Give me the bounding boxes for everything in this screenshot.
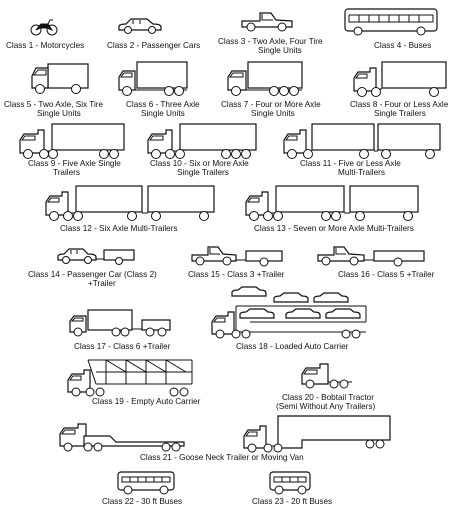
class-17-label: Class 17 - Class 6 +Trailer: [74, 342, 171, 351]
loaded-auto-carrier-icon: [211, 286, 367, 339]
bobtail-tractor-icon: [301, 363, 352, 389]
three-axle-truck-with-trailer-icon: [69, 309, 171, 337]
class-10-label-line2: Single Trailers: [177, 168, 229, 177]
class-21-label: Class 21 - Goose Neck Trailer or Moving …: [140, 453, 304, 462]
class-9-label-line1: Class 9 - Five Axle Single: [28, 159, 121, 168]
class-3-label-line2: Single Units: [258, 46, 302, 55]
class-13-label: Class 13 - Seven or More Axle Multi-Trai…: [254, 224, 414, 233]
three-axle-truck-icon: [118, 61, 188, 96]
passenger-car-icon: [118, 18, 162, 34]
class-9-label-line2: Trailers: [53, 168, 80, 177]
class-5-label-line2: Single Units: [37, 109, 81, 118]
single-unit-with-trailer-icon: [317, 246, 425, 267]
class-7-label-line1: Class 7 - Four or More Axle: [221, 100, 321, 109]
seven-axle-multi-trailer-icon: [245, 185, 419, 221]
four-or-less-axle-semi-icon: [353, 61, 447, 97]
class-20-label-line1: Class 20 - Bobtail Tractor: [282, 393, 374, 402]
class-1-label: Class 1 - Motorcycles: [6, 41, 85, 50]
class-14-label-line1: Class 14 - Passenger Car (Class 2): [28, 270, 157, 279]
six-axle-semi-icon: [147, 123, 257, 159]
class-11-label-line2: Multi-Trailers: [338, 168, 386, 177]
six-axle-multi-trailer-icon: [45, 185, 215, 221]
pickup-with-trailer-icon: [191, 246, 283, 267]
moving-van-icon: [243, 415, 391, 453]
class-19-label: Class 19 - Empty Auto Carrier: [92, 397, 201, 406]
class-6-label-line2: Single Units: [141, 109, 185, 118]
goose-neck-trailer-icon: [59, 423, 185, 452]
20ft-bus-icon: [269, 471, 311, 495]
car-with-trailer-icon: [57, 248, 135, 265]
empty-auto-carrier-icon: [67, 359, 193, 397]
four-axle-truck-icon: [227, 61, 303, 96]
class-16-label: Class 16 - Class 5 +Trailer: [338, 270, 435, 279]
class-11-label-line1: Class 11 - Five or Less Axle: [300, 159, 401, 168]
class-2-label: Class 2 - Passenger Cars: [107, 41, 201, 50]
motorcycle-icon: [30, 19, 58, 36]
class-8-label-line2: Single Trailers: [374, 109, 426, 118]
class-7-label-line2: Single Units: [251, 109, 295, 118]
class-15-label: Class 15 - Class 3 +Trailer: [188, 270, 285, 279]
class-20-label-line2: (Semi Without Any Trailers): [276, 402, 376, 411]
bus-icon: [344, 8, 438, 36]
class-12-label: Class 12 - Six Axle Multi-Trailers: [60, 224, 178, 233]
class-22-label: Class 22 - 30 ft Buses: [102, 497, 183, 506]
class-10-label-line1: Class 10 - Six or More Axle: [150, 159, 249, 168]
class-3-label-line1: Class 3 - Two Axle, Four Tire: [218, 37, 323, 46]
class-5-label-line1: Class 5 - Two Axle, Six Tire: [4, 100, 104, 109]
class-8-label-line1: Class 8 - Four or Less Axle: [350, 100, 449, 109]
five-axle-multi-trailer-icon: [283, 123, 441, 159]
two-axle-six-tire-truck-icon: [31, 63, 89, 94]
class-6-label-line1: Class 6 - Three Axle: [126, 100, 200, 109]
class-14-label-line2: +Trailer: [88, 279, 116, 288]
class-23-label: Class 23 - 20 ft Buses: [252, 497, 333, 506]
30ft-bus-icon: [117, 471, 175, 495]
pickup-truck-icon: [241, 12, 293, 32]
five-axle-semi-icon: [19, 123, 125, 159]
class-18-label: Class 18 - Loaded Auto Carrier: [236, 342, 349, 351]
class-4-label: Class 4 - Buses: [374, 41, 432, 50]
